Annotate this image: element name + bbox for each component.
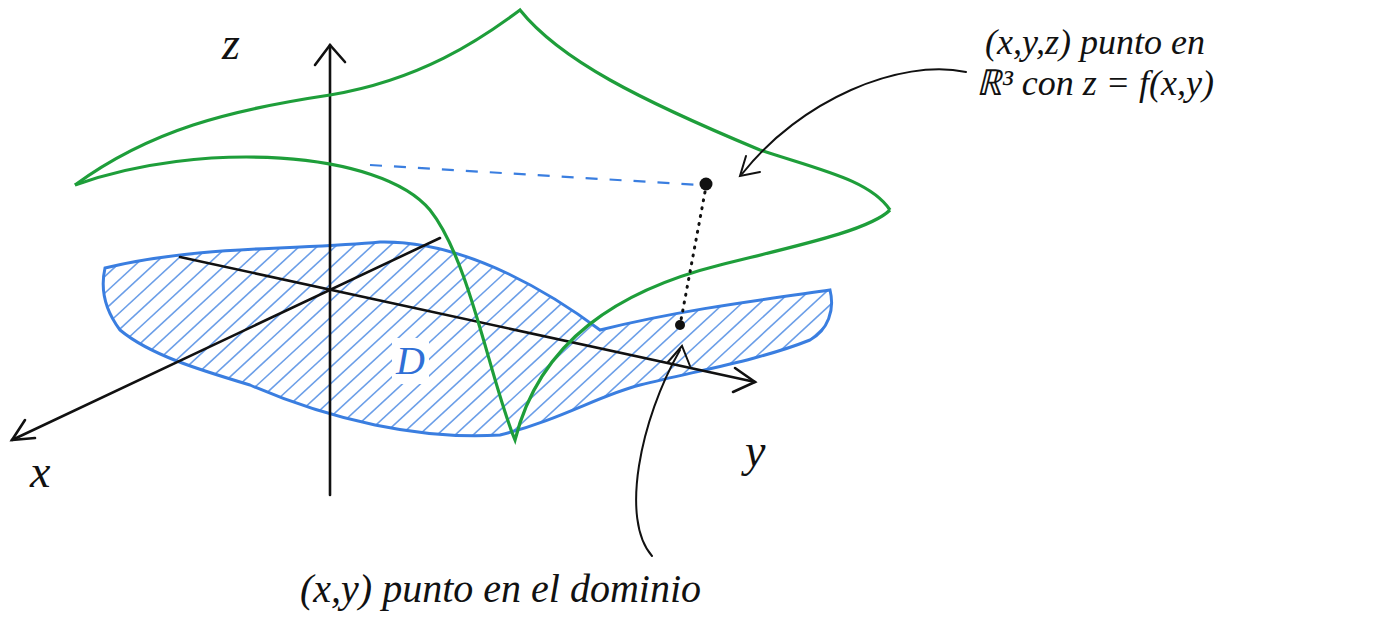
- hatch-stroke: [194, 220, 454, 460]
- domain-outline: [103, 242, 831, 436]
- hatch-stroke: [0, 220, 220, 460]
- y-axis: [180, 257, 755, 382]
- hatch-stroke: [0, 220, 184, 460]
- hatch-stroke: [734, 220, 994, 460]
- hatch-stroke: [860, 220, 1120, 460]
- hatch-stroke: [896, 220, 1156, 460]
- hatch-stroke: [0, 220, 58, 460]
- hatch-stroke: [788, 220, 1048, 460]
- hatch-stroke: [0, 220, 238, 460]
- hatch-stroke: [644, 220, 904, 460]
- hatch-stroke: [968, 220, 1228, 460]
- hatch-stroke: [662, 220, 922, 460]
- hatch-stroke: [824, 220, 1084, 460]
- hatch-stroke: [0, 220, 130, 460]
- domain-point: [675, 320, 685, 330]
- hatch-stroke: [608, 220, 868, 460]
- hatch-stroke: [878, 220, 1138, 460]
- hatch-stroke: [0, 220, 76, 460]
- leader-line: [742, 69, 966, 174]
- hatch-stroke: [698, 220, 958, 460]
- hatch-stroke: [0, 220, 40, 460]
- leader-arrowhead: [668, 346, 690, 366]
- hatch-stroke: [0, 220, 4, 460]
- hatch-stroke: [932, 220, 1192, 460]
- axis-arrowhead: [315, 45, 345, 65]
- dotted-drop: [681, 192, 705, 320]
- hatch-stroke: [0, 220, 112, 460]
- z-axis: [329, 45, 332, 495]
- leader-arrowhead: [740, 156, 760, 176]
- hatch-stroke: [914, 220, 1174, 460]
- callout-note: (x,y) punto en el dominio: [300, 566, 701, 612]
- hatch-stroke: [0, 220, 166, 460]
- axis-arrowhead: [12, 420, 35, 440]
- axis-arrowhead: [733, 368, 755, 392]
- domain-hatching: [0, 220, 1246, 460]
- domain-label: D: [392, 338, 429, 384]
- leader-lines: [636, 69, 966, 556]
- surface-edge: [75, 10, 890, 210]
- hatch-stroke: [950, 220, 1210, 460]
- surface-edge: [75, 157, 890, 440]
- callout-note: (x,y,z) punto en ℝ³ con z = f(x,y): [975, 22, 1215, 105]
- surface-point: [700, 178, 713, 191]
- hatch-stroke: [752, 220, 1012, 460]
- hatch-stroke: [806, 220, 1066, 460]
- projection-dashes: [370, 165, 700, 185]
- axis-label: x: [30, 446, 50, 499]
- hatch-stroke: [986, 220, 1246, 460]
- leader-line: [636, 350, 680, 556]
- hatch-stroke: [842, 220, 1102, 460]
- axes: [12, 45, 755, 495]
- hatch-stroke: [0, 220, 256, 460]
- axis-label: y: [745, 425, 765, 478]
- hatch-stroke: [176, 220, 436, 460]
- hatch-stroke: [0, 220, 22, 460]
- hatch-stroke: [0, 220, 148, 460]
- axis-label: z: [222, 18, 240, 71]
